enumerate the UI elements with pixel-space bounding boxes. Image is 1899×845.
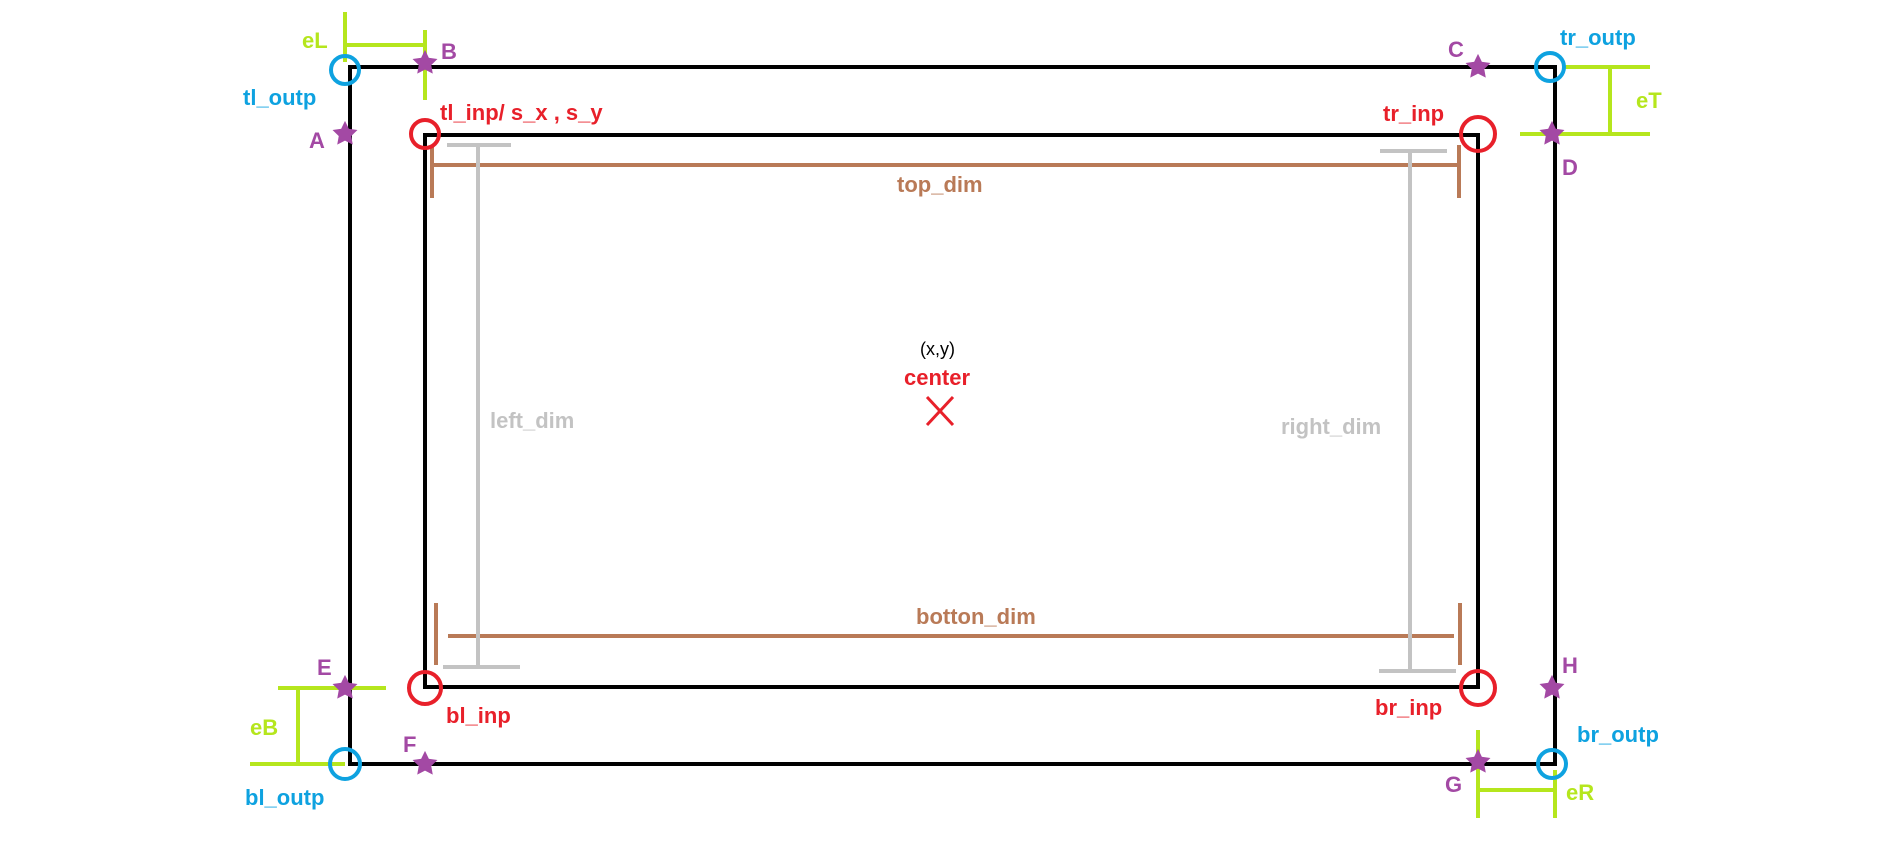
tl-outp-label: tl_outp — [243, 85, 316, 110]
point-d-label: D — [1562, 155, 1578, 180]
el-margin-marker — [343, 12, 427, 100]
et-label: eT — [1636, 88, 1662, 113]
point-f-label: F — [403, 732, 416, 757]
tr-inp-marker — [1459, 115, 1497, 153]
br-outp-marker — [1536, 748, 1568, 780]
left-dim-label: left_dim — [490, 408, 574, 433]
point-d-star — [1539, 120, 1565, 145]
point-e-star — [332, 674, 358, 699]
left-dim-measure — [443, 143, 520, 669]
input-corners — [407, 115, 1497, 707]
bl-inp-marker — [407, 670, 443, 706]
point-c-label: C — [1448, 37, 1464, 62]
point-e-label: E — [317, 655, 332, 680]
point-a-star — [332, 120, 358, 145]
bottom-dim-measure — [434, 603, 1462, 665]
el-label: eL — [302, 28, 328, 53]
star-points — [332, 49, 1565, 775]
inner-rectangle — [423, 133, 1480, 689]
bl-outp-label: bl_outp — [245, 785, 324, 810]
bl-outp-marker — [328, 747, 362, 781]
output-corners — [328, 51, 1568, 781]
et-margin-marker — [1520, 65, 1650, 136]
right-dim-label: right_dim — [1281, 414, 1381, 439]
outer-rectangle — [348, 65, 1557, 766]
br-inp-marker — [1459, 669, 1497, 707]
center-coords-label: (x,y) — [920, 339, 955, 359]
point-b-label: B — [441, 39, 457, 64]
tr-outp-label: tr_outp — [1560, 25, 1636, 50]
point-g-label: G — [1445, 772, 1462, 797]
br-inp-label: br_inp — [1375, 695, 1442, 720]
top-dim-measure — [430, 145, 1461, 198]
tl-outp-marker — [329, 54, 361, 86]
point-h-label: H — [1562, 653, 1578, 678]
tr-outp-marker — [1534, 51, 1566, 83]
tr-inp-label: tr_inp — [1383, 101, 1444, 126]
point-f-star — [412, 750, 438, 775]
top-dim-label: top_dim — [897, 172, 983, 197]
center-cross-icon — [925, 395, 955, 427]
right-dim-measure — [1379, 149, 1456, 673]
bottom-dim-label: botton_dim — [916, 604, 1036, 629]
tl-inp-label: tl_inp/ s_x , s_y — [440, 100, 603, 125]
tl-inp-marker — [409, 118, 441, 150]
point-h-star — [1539, 674, 1565, 699]
point-b-star — [412, 49, 438, 74]
eb-label: eB — [250, 715, 278, 740]
center-label: center — [904, 365, 970, 390]
er-label: eR — [1566, 780, 1594, 805]
point-g-star — [1465, 748, 1491, 773]
bl-inp-label: bl_inp — [446, 703, 511, 728]
br-outp-label: br_outp — [1577, 722, 1659, 747]
point-a-label: A — [309, 128, 325, 153]
point-c-star — [1465, 53, 1491, 78]
